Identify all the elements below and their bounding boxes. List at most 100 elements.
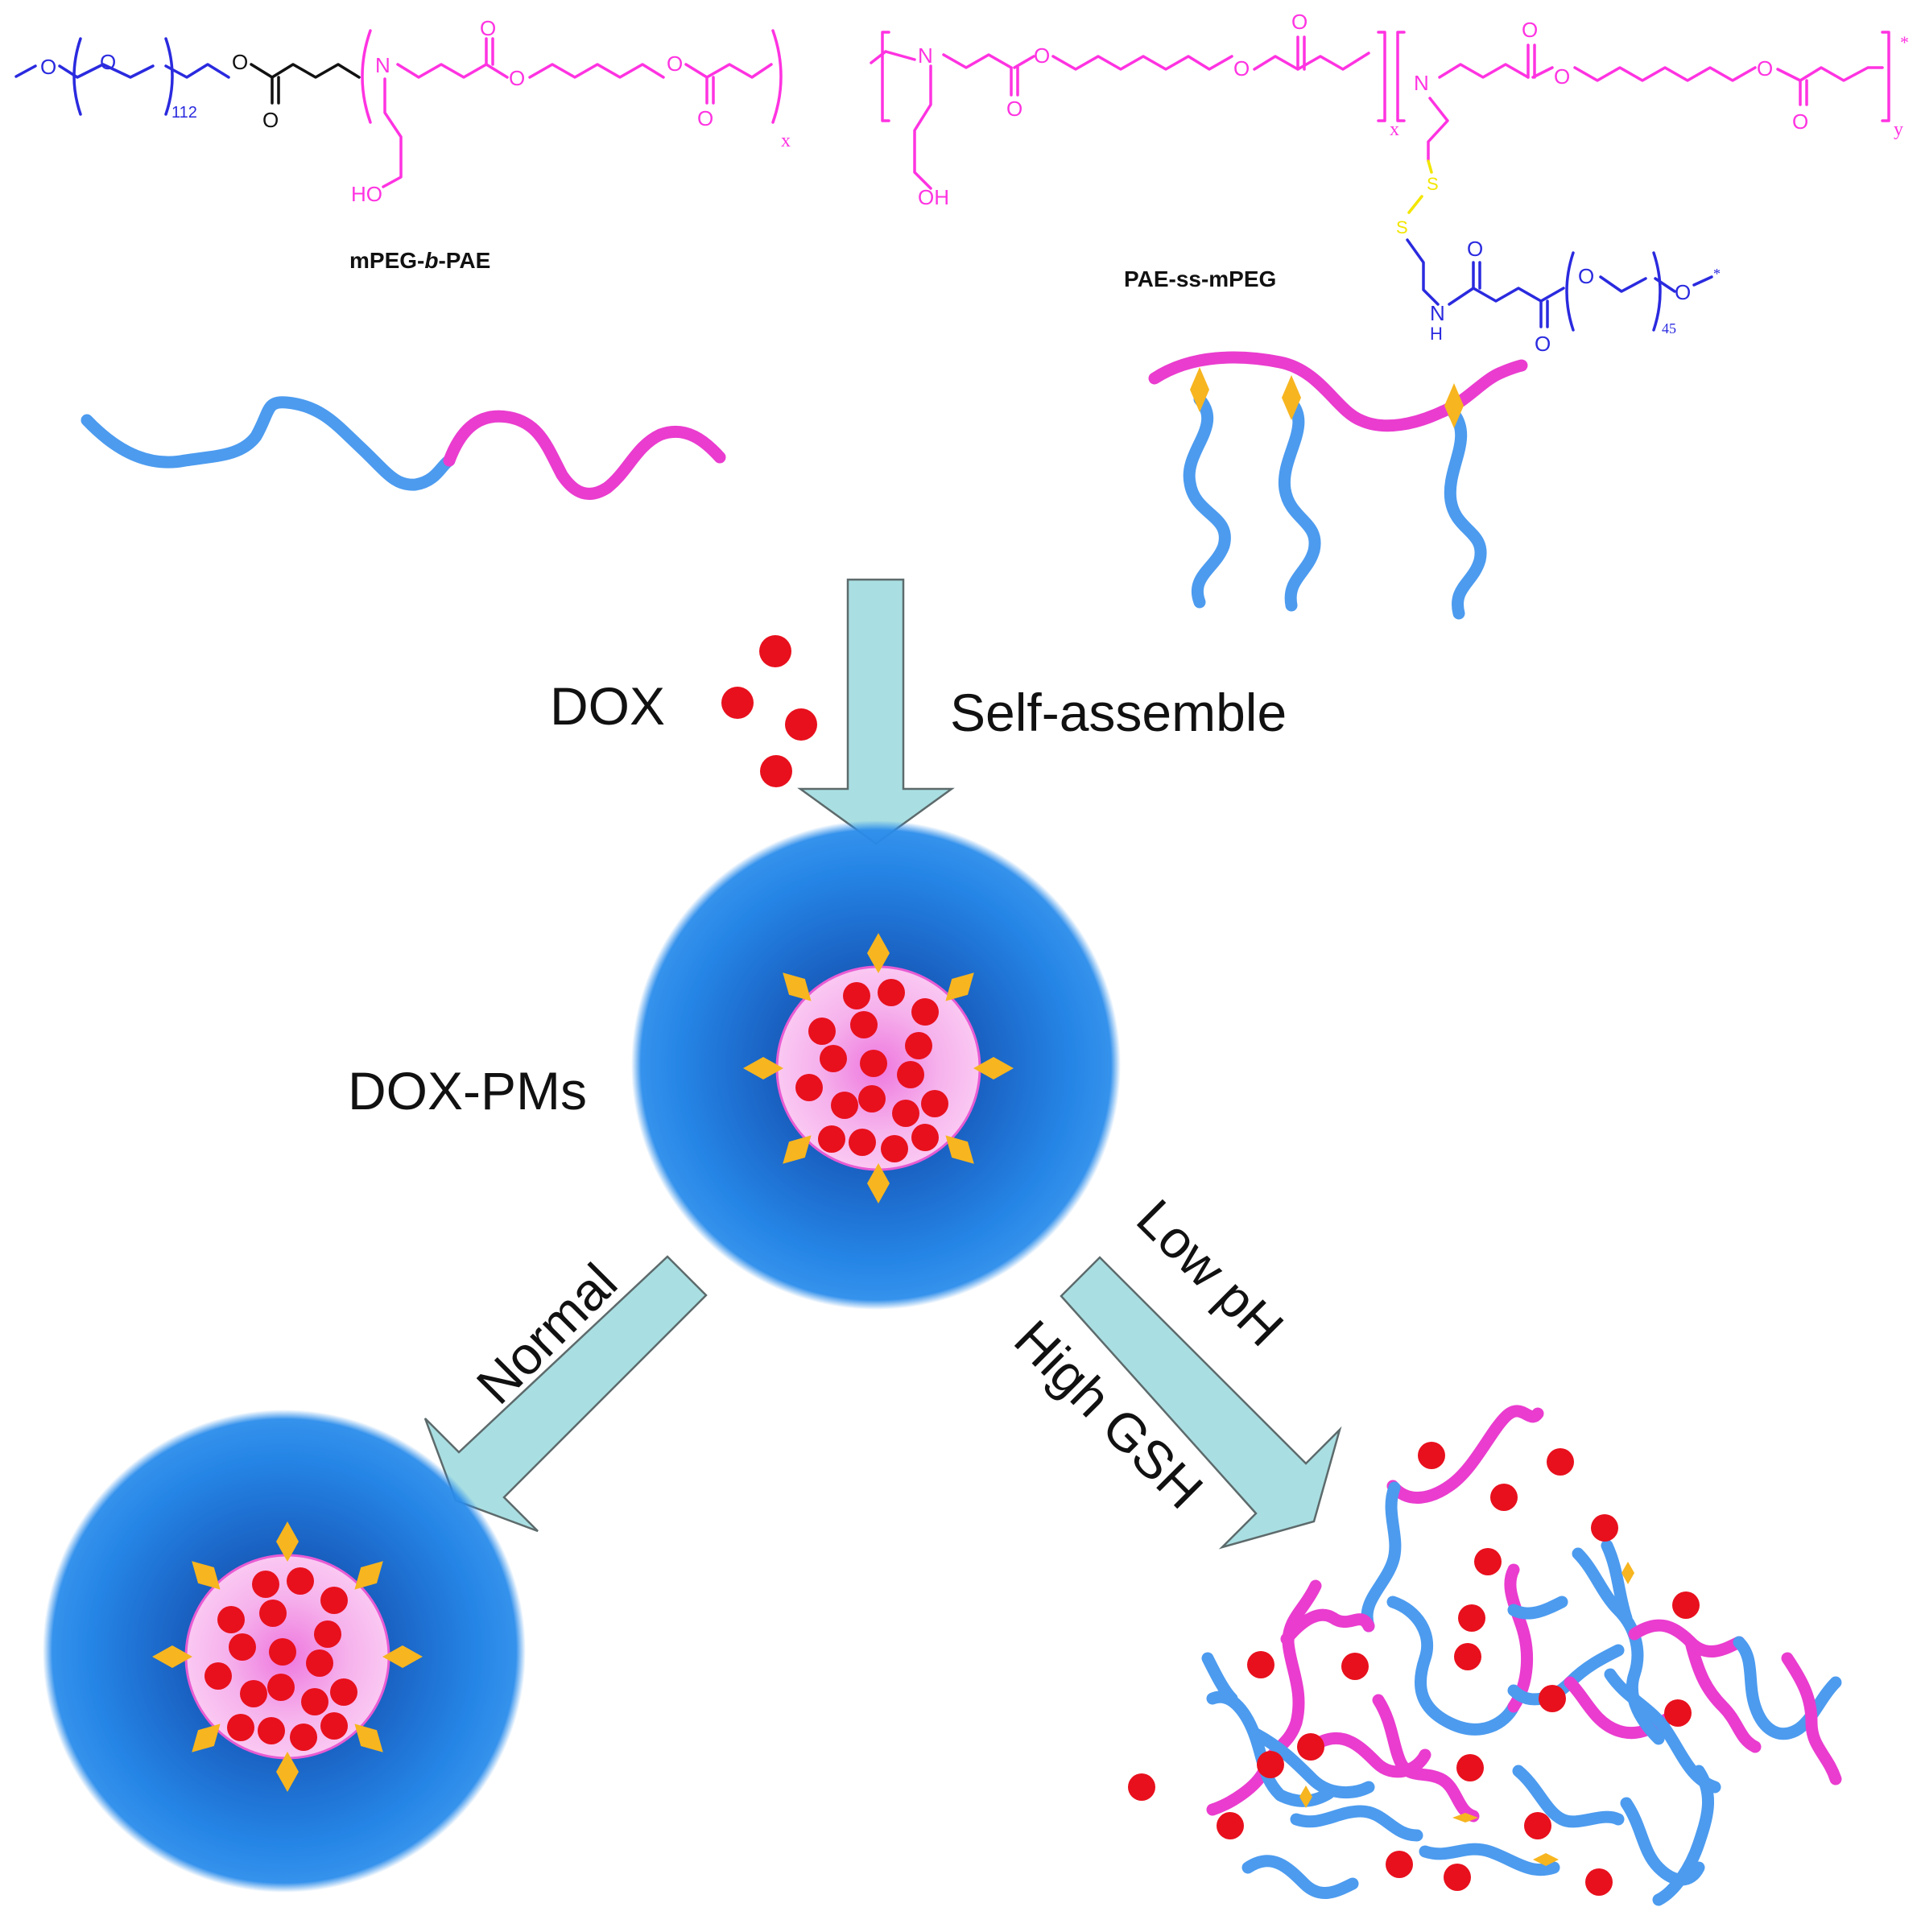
atom-label: O xyxy=(232,50,248,74)
dox-dot xyxy=(808,1018,836,1045)
self-assemble-arrow xyxy=(797,578,955,845)
atom-label: O xyxy=(1554,64,1570,89)
repeat-subscript: 45 xyxy=(1662,320,1676,336)
atom-label: O xyxy=(1034,43,1050,68)
linker-spike xyxy=(783,972,812,1001)
dox-dot xyxy=(897,1061,924,1088)
dox-dot xyxy=(911,998,939,1026)
linker-spike xyxy=(945,1135,974,1164)
linker-spike xyxy=(867,1163,890,1203)
linker-spike xyxy=(276,1521,299,1562)
dox-dot xyxy=(258,1717,285,1744)
linker-spike xyxy=(354,1724,383,1752)
atom-label: N xyxy=(1414,71,1429,95)
pae-backbone xyxy=(1148,351,1528,432)
atom-label: O xyxy=(697,106,713,130)
tumor-arrow xyxy=(1060,1256,1342,1550)
dox-dot xyxy=(911,1124,939,1151)
atom-label: N xyxy=(1430,301,1445,325)
atom-label: O xyxy=(1757,56,1773,80)
disulfide-linker xyxy=(1190,367,1209,412)
micelle-label: DOX-PMs xyxy=(348,1061,587,1121)
polymer-b-label: PAE-ss-mPEG xyxy=(1124,266,1276,291)
atom-label: S xyxy=(1396,217,1408,237)
linker-spike xyxy=(152,1645,192,1668)
chain-end-star: * xyxy=(1900,32,1909,52)
linker-spike xyxy=(867,933,890,973)
atom-label: O xyxy=(100,50,116,74)
linker-spike xyxy=(382,1645,423,1668)
peg-segment xyxy=(81,396,456,491)
pae-ss-mpeg-structure: x N OH O O O O y * N O O O O xyxy=(870,10,1909,356)
normal-arrow xyxy=(423,1255,708,1533)
dox-dot xyxy=(240,1680,267,1707)
dox-dot xyxy=(921,1090,948,1117)
disulfide-linker xyxy=(1282,375,1301,420)
atom-label: O xyxy=(1522,18,1538,42)
atom-label: O xyxy=(1535,332,1551,356)
dox-dot xyxy=(290,1724,317,1751)
repeat-subscript: y xyxy=(1894,119,1903,140)
dox-dot xyxy=(252,1571,279,1598)
atom-label: O xyxy=(667,52,683,76)
linker-spike xyxy=(945,972,974,1001)
atom-label: O xyxy=(1233,56,1250,80)
atom-label: N xyxy=(375,53,390,77)
dox-label: DOX xyxy=(550,676,665,736)
atom-label: O xyxy=(40,55,56,79)
dox-dot xyxy=(849,1129,876,1156)
repeat-subscript: x xyxy=(1390,119,1399,140)
atom-label: O xyxy=(1291,10,1308,34)
atom-label: H xyxy=(1430,324,1443,344)
atom-label: OH xyxy=(918,185,949,209)
released-dox xyxy=(1128,1442,1700,1896)
dox-dot xyxy=(818,1125,845,1153)
atom-label: O xyxy=(1675,280,1691,304)
dox-drug-dots xyxy=(721,635,817,787)
dox-dot xyxy=(843,982,870,1009)
atom-label: O xyxy=(1792,109,1808,134)
disassembled-micelle xyxy=(1128,1405,1842,1906)
dox-dot xyxy=(860,1050,887,1077)
pae-segment xyxy=(443,410,726,500)
atom-label: HO xyxy=(351,182,382,206)
peg-chain xyxy=(1444,407,1487,620)
dox-dot xyxy=(320,1587,348,1614)
dox-dot xyxy=(301,1688,328,1715)
dox-dot xyxy=(330,1678,357,1706)
dox-pms-micelle xyxy=(631,820,1121,1310)
polymer-a-label: mPEG-b-PAE xyxy=(349,248,490,273)
repeat-subscript: x xyxy=(781,130,791,151)
self-assemble-label: Self-assemble xyxy=(950,683,1287,742)
dox-dot xyxy=(820,1045,847,1072)
dox-dot xyxy=(892,1100,919,1127)
linker-spike xyxy=(192,1724,221,1752)
peg-chain xyxy=(1278,396,1321,612)
linker-spike xyxy=(276,1752,299,1792)
linker-spike xyxy=(743,1057,783,1080)
dox-dot xyxy=(881,1135,908,1162)
repeat-subscript: 112 xyxy=(171,104,197,122)
atom-label: O xyxy=(1467,237,1483,261)
linker-spike xyxy=(783,1135,812,1164)
atom-label: O xyxy=(1006,97,1022,121)
dox-dot xyxy=(259,1600,287,1627)
dox-dot xyxy=(858,1085,886,1113)
dox-dot xyxy=(227,1714,254,1741)
dox-dot xyxy=(267,1674,295,1701)
atom-label: O xyxy=(480,16,496,40)
dox-dot xyxy=(287,1567,314,1595)
dox-dot xyxy=(320,1712,348,1740)
dox-dot xyxy=(850,1011,878,1038)
atom-label: N xyxy=(918,43,933,68)
dox-dot xyxy=(878,979,905,1006)
disulfide-linker xyxy=(1444,383,1464,428)
dox-dot xyxy=(204,1662,232,1690)
dox-dot xyxy=(217,1606,245,1633)
dox-dot xyxy=(795,1074,823,1101)
mpeg-b-pae-structure: O O 112 O O x N HO O O O O xyxy=(14,16,791,206)
linker-spike xyxy=(192,1561,221,1590)
intact-micelle xyxy=(43,1410,526,1893)
atom-label: O xyxy=(262,108,279,132)
dox-dot xyxy=(306,1649,333,1677)
